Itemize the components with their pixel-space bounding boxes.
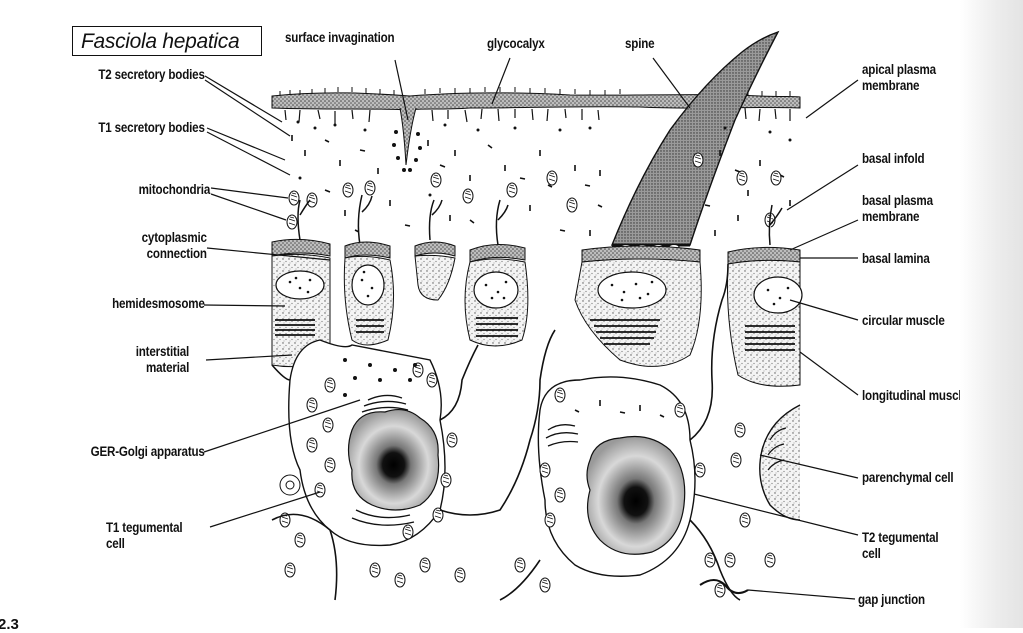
- label-ger-golgi-apparatus: GER-Golgi apparatus: [91, 444, 205, 460]
- label-spine: spine: [625, 36, 654, 52]
- label-interstitial-material: interstitial material: [136, 344, 189, 376]
- label-cytoplasmic-connection: cytoplasmic connection: [142, 230, 207, 262]
- label-mitochondria: mitochondria: [139, 182, 210, 198]
- label-t2-secretory-bodies: T2 secretory bodies: [99, 67, 205, 83]
- label-basal-plasma-membrane: basal plasma membrane: [862, 193, 933, 225]
- label-longitudinal-muscle: longitudinal muscle: [862, 388, 968, 404]
- label-gap-junction: gap junction: [858, 592, 925, 608]
- label-apical-plasma-membrane: apical plasma membrane: [862, 62, 936, 94]
- label-t1-tegumental-cell: T1 tegumental cell: [106, 520, 182, 552]
- figure-title: Fasciola hepatica: [81, 30, 239, 54]
- figure-number: 2.3: [0, 616, 19, 633]
- label-parenchymal-cell: parenchymal cell: [862, 470, 953, 486]
- page-edge-shadow: [960, 0, 1023, 628]
- label-basal-infold: basal infold: [862, 151, 924, 167]
- tegument-block: [272, 32, 802, 600]
- label-glycocalyx: glycocalyx: [487, 36, 545, 52]
- label-t2-tegumental-cell: T2 tegumental cell: [862, 530, 938, 562]
- label-hemidesmosome: hemidesmosome: [112, 296, 205, 312]
- label-circular-muscle: circular muscle: [862, 313, 945, 329]
- label-basal-lamina: basal lamina: [862, 251, 930, 267]
- title-box: Fasciola hepatica: [72, 26, 262, 56]
- label-t1-secretory-bodies: T1 secretory bodies: [99, 120, 205, 136]
- label-surface-invagination: surface invagination: [285, 30, 394, 46]
